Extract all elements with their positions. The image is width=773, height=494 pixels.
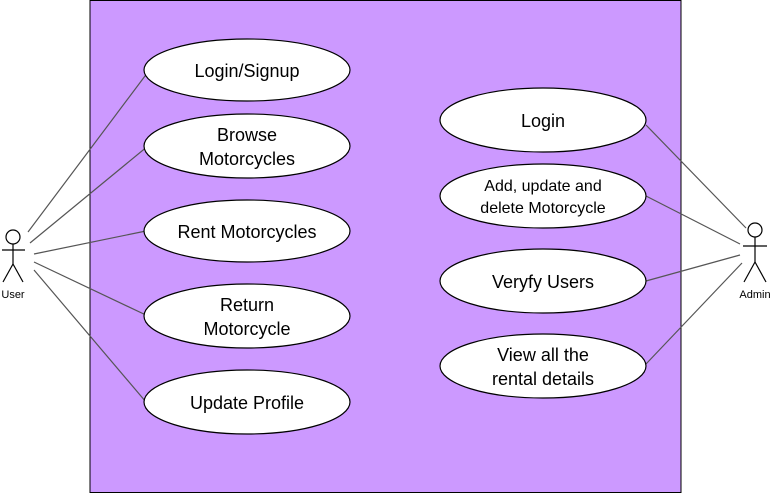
user-actor-right-leg xyxy=(12,263,24,283)
association-user-browse xyxy=(29,145,149,244)
association-user-login-signup xyxy=(27,71,149,233)
association-user-update-profile xyxy=(33,269,147,403)
use-case-label-line1: Return xyxy=(220,295,274,315)
use-case-label-line1: View all the xyxy=(497,345,589,365)
use-case-ellipse xyxy=(143,369,351,435)
use-case-admin-login[interactable]: Login xyxy=(439,87,647,153)
admin-associations xyxy=(645,124,747,365)
use-case-browse-motorcycles[interactable]: Browse Motorcycles xyxy=(143,113,351,179)
use-case-update-profile[interactable]: Update Profile xyxy=(143,369,351,435)
user-actor-head xyxy=(5,229,21,245)
user-actor-label: User xyxy=(1,289,25,301)
association-user-rent xyxy=(33,230,147,255)
association-user-return xyxy=(33,261,149,317)
admin-actor-label: Admin xyxy=(739,289,770,301)
use-case-view-rental-details[interactable]: View all the rental details xyxy=(439,333,647,399)
use-case-label-line2: Motorcycle xyxy=(203,319,290,339)
use-case-label: Veryfy Users xyxy=(492,272,594,292)
association-admin-add-update-delete xyxy=(645,195,741,245)
use-case-add-update-delete-motorcycle[interactable]: Add, update and delete Motorcycle xyxy=(439,163,647,229)
association-admin-view-rentals xyxy=(645,262,743,365)
use-case-label: Update Profile xyxy=(190,393,304,413)
use-case-login-signup[interactable]: Login/Signup xyxy=(143,38,351,102)
use-case-rent-motorcycles[interactable]: Rent Motorcycles xyxy=(143,199,351,263)
admin-actor-right-leg xyxy=(754,261,767,283)
use-case-ellipse xyxy=(143,113,351,179)
admin-actor-head xyxy=(747,222,763,238)
use-case-label-line2: delete Motorcycle xyxy=(480,200,605,217)
use-case-return-motorcycle[interactable]: Return Motorcycle xyxy=(143,283,351,349)
association-admin-verify-users xyxy=(645,254,741,282)
user-associations xyxy=(27,71,149,403)
use-case-label-line2: Motorcycles xyxy=(199,149,295,169)
use-case-ellipse xyxy=(143,38,351,102)
association-admin-login xyxy=(645,124,747,229)
use-case-label: Login xyxy=(521,111,565,131)
use-case-ellipse xyxy=(143,283,351,349)
use-case-ellipse xyxy=(439,248,647,314)
use-case-ellipse xyxy=(439,163,647,229)
use-case-verify-users[interactable]: Veryfy Users xyxy=(439,248,647,314)
use-case-ellipse xyxy=(439,333,647,399)
use-case-label-line1: Add, update and xyxy=(484,178,601,195)
use-case-label: Login/Signup xyxy=(194,61,299,81)
use-case-label-line2: rental details xyxy=(492,369,594,389)
user-actor[interactable] xyxy=(2,229,25,283)
admin-actor[interactable] xyxy=(743,222,767,283)
use-case-label: Rent Motorcycles xyxy=(177,222,316,242)
admin-actor-left-leg xyxy=(743,261,756,283)
use-case-ellipse xyxy=(143,199,351,263)
use-case-ellipse xyxy=(439,87,647,153)
use-case-label-line1: Browse xyxy=(217,125,277,145)
user-actor-left-leg xyxy=(2,263,14,283)
